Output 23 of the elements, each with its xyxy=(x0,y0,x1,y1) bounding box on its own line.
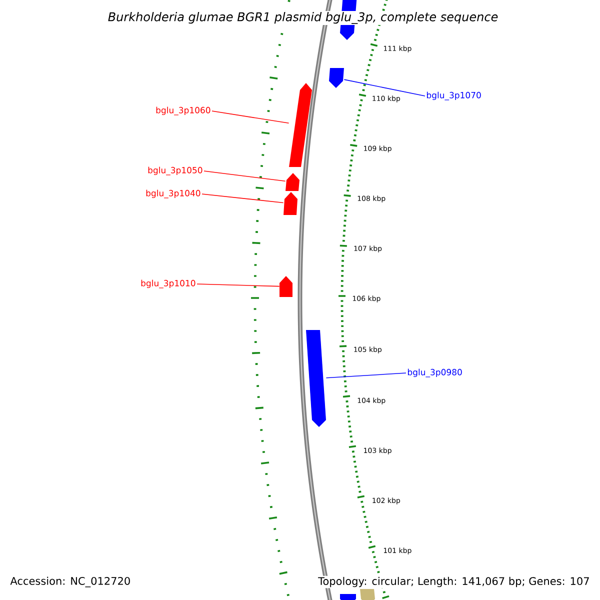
leader-line xyxy=(202,194,284,204)
leader-line xyxy=(212,110,290,124)
accession-note: Accession: NC_012720 xyxy=(9,576,132,588)
gene-label: bglu_3p1010 xyxy=(141,280,196,288)
leader-line xyxy=(196,284,280,287)
gene-block xyxy=(289,83,312,167)
title: Burkholderia glumae BGR1 plasmid bglu_3p, complete sequence xyxy=(106,11,500,25)
gene-label: bglu_3p1060 xyxy=(156,106,210,116)
gene-block xyxy=(329,68,344,88)
gene-block xyxy=(306,330,326,427)
leader-line xyxy=(344,79,426,96)
gene-block xyxy=(360,589,375,600)
gene-block xyxy=(280,276,292,297)
gene-block xyxy=(284,192,298,215)
gene-label: bglu_3p1070 xyxy=(426,92,481,100)
topology-note: Topology: circular; Length: 141,067 bp; Genes: 107 xyxy=(317,576,591,588)
gene-block xyxy=(340,594,356,600)
leader-line xyxy=(204,170,286,182)
gene-block xyxy=(286,173,300,191)
gene-label: bglu_3p1040 xyxy=(146,190,200,198)
leader-line xyxy=(326,372,406,378)
gene-label: bglu_3p1050 xyxy=(148,166,202,176)
gene-label: bglu_3p0980 xyxy=(408,368,462,378)
